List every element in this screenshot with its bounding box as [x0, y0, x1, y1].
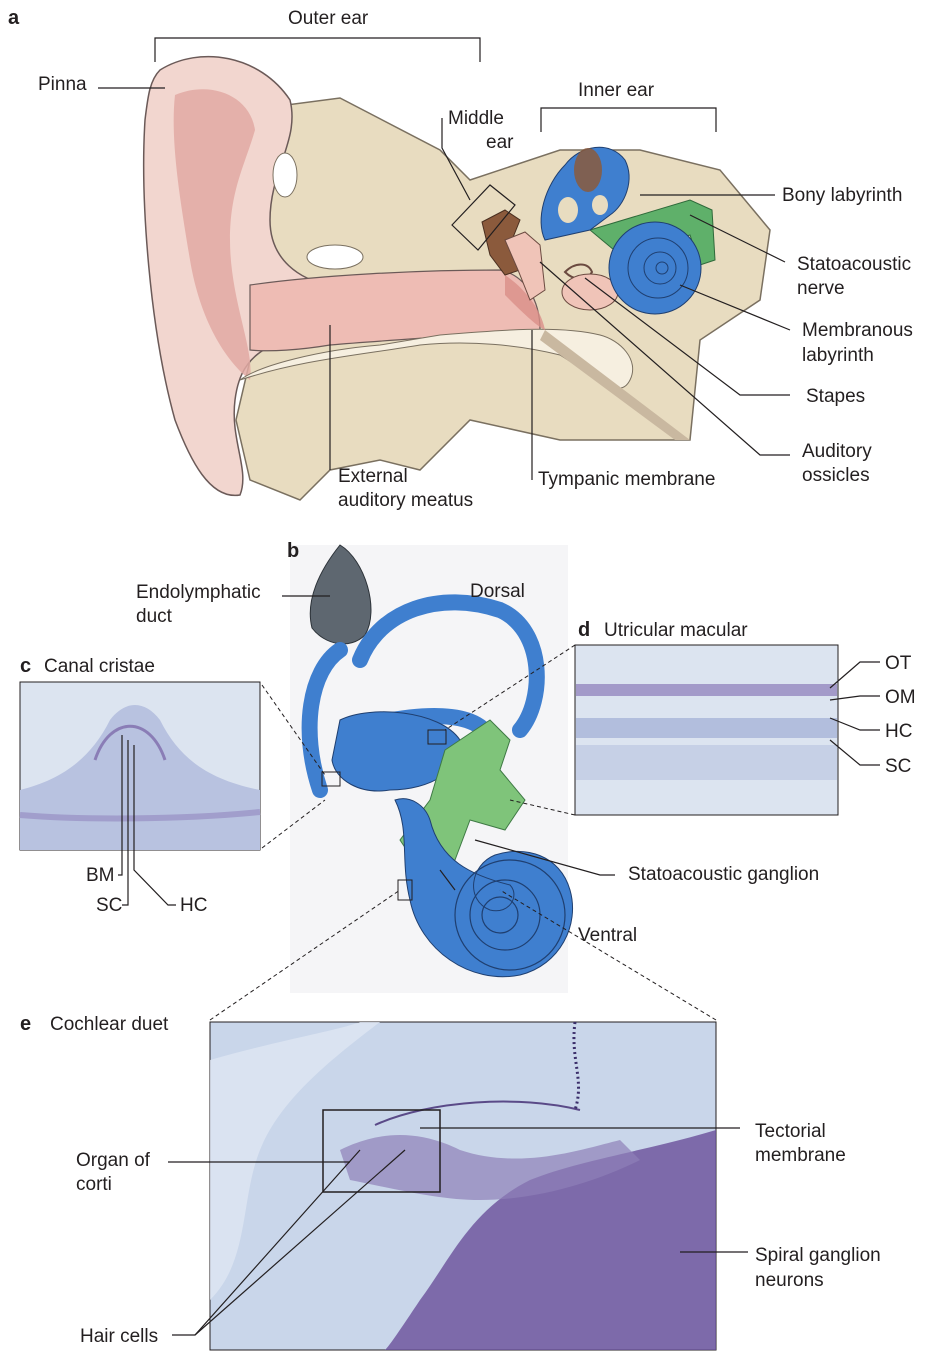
bone-hole-1 — [272, 152, 298, 198]
label-d-hc: HC — [885, 721, 912, 742]
panel-d: d Utricular macular OT OM HC SC — [574, 619, 916, 816]
panel-e: e Cochlear duet Organ of corti Hair cell… — [20, 1013, 881, 1351]
label-endolymphatic-duct-1: Endolymphatic — [136, 582, 261, 603]
label-d-ot: OT — [885, 653, 912, 674]
label-d-sc: SC — [885, 756, 911, 777]
inset-box-e — [397, 879, 413, 901]
label-bony-labyrinth: Bony labyrinth — [782, 185, 902, 206]
panel-e-title: Cochlear duet — [50, 1014, 169, 1035]
label-endolymphatic-duct-2: duct — [136, 606, 173, 627]
label-statoacoustic-ganglion: Statoacoustic ganglion — [628, 864, 819, 885]
label-tectorial-membrane-2: membrane — [755, 1145, 846, 1166]
membranous-labyrinth-shape — [540, 146, 702, 315]
label-membranous-labyrinth-1: Membranous — [802, 320, 913, 341]
panel-d-letter: d — [578, 619, 590, 641]
pinna-inner-shape — [173, 89, 255, 381]
panel-b: b Endolymphatic duct Dorsal Ventral Stat… — [136, 540, 819, 1021]
label-tympanic-membrane: Tympanic membrane — [538, 469, 715, 490]
cochlea-window-shape — [561, 273, 619, 311]
label-middle-ear-2: ear — [486, 132, 514, 153]
label-middle-ear-1: Middle — [448, 108, 504, 129]
label-stapes: Stapes — [806, 386, 865, 407]
label-external-meatus-1: External — [338, 466, 408, 487]
label-c-hc: HC — [180, 895, 207, 916]
otoconia-layer — [576, 684, 837, 696]
panel-a-letter: a — [8, 7, 20, 29]
organ-of-corti-tissue — [340, 1135, 640, 1200]
inset-box-d — [427, 729, 447, 745]
label-dorsal: Dorsal — [470, 581, 525, 602]
label-membranous-labyrinth-2: labyrinth — [802, 345, 874, 366]
label-hair-cells: Hair cells — [80, 1326, 158, 1347]
label-statoacoustic-nerve-2: nerve — [797, 278, 845, 299]
label-c-bm: BM — [86, 865, 115, 886]
spiral-limbus-tissue — [210, 1022, 380, 1300]
tympanic-membrane-shape — [505, 275, 545, 330]
panel-a: a Outer ear Pinna Middle ear Inner ear B… — [8, 7, 913, 511]
label-d-om: OM — [885, 687, 916, 708]
label-inner-ear: Inner ear — [578, 80, 655, 101]
panel-d-title: Utricular macular — [604, 620, 748, 641]
panel-b-letter: b — [287, 540, 299, 562]
bone-hole-2 — [306, 244, 364, 270]
label-pinna: Pinna — [38, 74, 87, 95]
panel-c: c Canal cristae BM SC HC — [19, 655, 261, 916]
panel-c-title: Canal cristae — [44, 656, 155, 677]
label-statoacoustic-nerve-1: Statoacoustic — [797, 254, 911, 275]
spiral-ganglion-tissue — [385, 1130, 716, 1350]
label-spiral-ganglion-2: neurons — [755, 1270, 824, 1291]
organ-of-corti-box — [322, 1109, 441, 1193]
panel-c-letter: c — [20, 655, 31, 677]
label-outer-ear: Outer ear — [288, 8, 369, 29]
label-spiral-ganglion-1: Spiral ganglion — [755, 1245, 881, 1266]
lower-bone-shape — [239, 328, 634, 389]
incus-shape — [504, 231, 546, 301]
hair-cell-layer — [576, 718, 837, 738]
inset-box-c — [321, 771, 341, 787]
label-auditory-ossicles-1: Auditory — [802, 441, 872, 462]
label-organ-of-corti-2: corti — [76, 1174, 112, 1195]
eustachian-tube-shape — [540, 330, 690, 440]
cochlea-spiral-lines — [454, 859, 566, 971]
label-tectorial-membrane-1: Tectorial — [755, 1121, 826, 1142]
label-auditory-ossicles-2: ossicles — [802, 465, 870, 486]
supporting-cell-layer — [576, 745, 837, 780]
label-c-sc: SC — [96, 895, 122, 916]
label-organ-of-corti-1: Organ of — [76, 1150, 151, 1171]
panel-e-letter: e — [20, 1013, 31, 1035]
label-ventral: Ventral — [578, 925, 637, 946]
label-external-meatus-2: auditory meatus — [338, 490, 473, 511]
